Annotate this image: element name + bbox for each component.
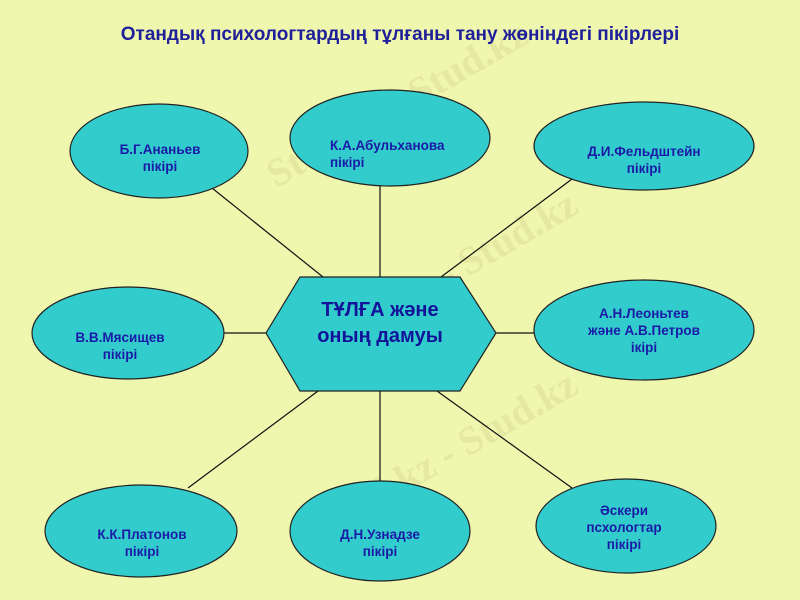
node-name: В.В.Мясищев xyxy=(75,330,165,345)
center-label-line1: ТҰЛҒА және xyxy=(321,299,439,321)
connector-ananyev xyxy=(201,179,324,278)
node-subtitle: пікірі xyxy=(330,155,365,170)
center-hexagon[interactable] xyxy=(265,276,497,392)
node-name: Әскери xyxy=(599,503,649,518)
node-ananyev-shape[interactable] xyxy=(69,103,249,199)
node-myasishchev-label: В.В.Мясищев пікірі xyxy=(40,329,200,363)
node-platonov-label: К.К.Платонов пікірі xyxy=(62,526,222,560)
node-subtitle: пікірі xyxy=(102,347,138,362)
node-abulkhanova-label: К.А.Абульханова пікірі xyxy=(330,137,490,171)
page-title: Отандық психологтардың тұлғаны тану жөні… xyxy=(120,24,680,45)
connector-lines xyxy=(187,178,573,489)
node-platonov-shape[interactable] xyxy=(44,484,238,578)
node-askeri-shape[interactable] xyxy=(535,478,717,574)
node-name: Д.Н.Узнадзе xyxy=(340,527,420,542)
node-name: К.А.Абульханова xyxy=(330,138,445,153)
node-uznadze-shape[interactable] xyxy=(289,480,471,582)
node-subtitle: және А.В.Петров xyxy=(588,323,700,338)
node-myasishchev-shape[interactable] xyxy=(31,286,225,380)
connector-askeri xyxy=(436,390,573,489)
connector-platonov xyxy=(187,390,319,489)
node-subtitle: пікірі xyxy=(362,544,398,559)
node-subtitle: пікірі xyxy=(142,159,178,174)
connector-feldshtein xyxy=(440,178,573,278)
node-name: А.Н.Леоньтев xyxy=(599,306,689,321)
node-askeri-label: Әскери псхологтар пікірі xyxy=(544,502,704,553)
node-subtitle: псхологтар xyxy=(586,520,662,535)
node-name: Д.И.Фельдштейн xyxy=(587,144,701,159)
node-name: Б.Г.Ананьев xyxy=(119,142,201,157)
node-feldshtein-shape[interactable] xyxy=(533,101,755,191)
node-subtitle: ікірі xyxy=(630,340,658,355)
node-feldshtein-label: Д.И.Фельдштейн пікірі xyxy=(564,143,724,177)
node-name: К.К.Платонов xyxy=(97,527,187,542)
center-label-line2: оның дамуы xyxy=(317,325,443,347)
node-uznadze-label: Д.Н.Узнадзе пікірі xyxy=(300,526,460,560)
node-leontiev-label: А.Н.Леоньтев және А.В.Петров ікірі xyxy=(564,305,724,356)
node-subtitle: пікірі xyxy=(124,544,160,559)
center-node-label: ТҰЛҒА және оның дамуы xyxy=(300,297,460,349)
node-subtitle: пікірі xyxy=(606,537,642,552)
node-leontiev-shape[interactable] xyxy=(533,279,755,381)
node-subtitle: пікірі xyxy=(626,161,662,176)
node-ananyev-label: Б.Г.Ананьев пікірі xyxy=(80,141,240,175)
node-abulkhanova-shape[interactable] xyxy=(289,89,491,187)
